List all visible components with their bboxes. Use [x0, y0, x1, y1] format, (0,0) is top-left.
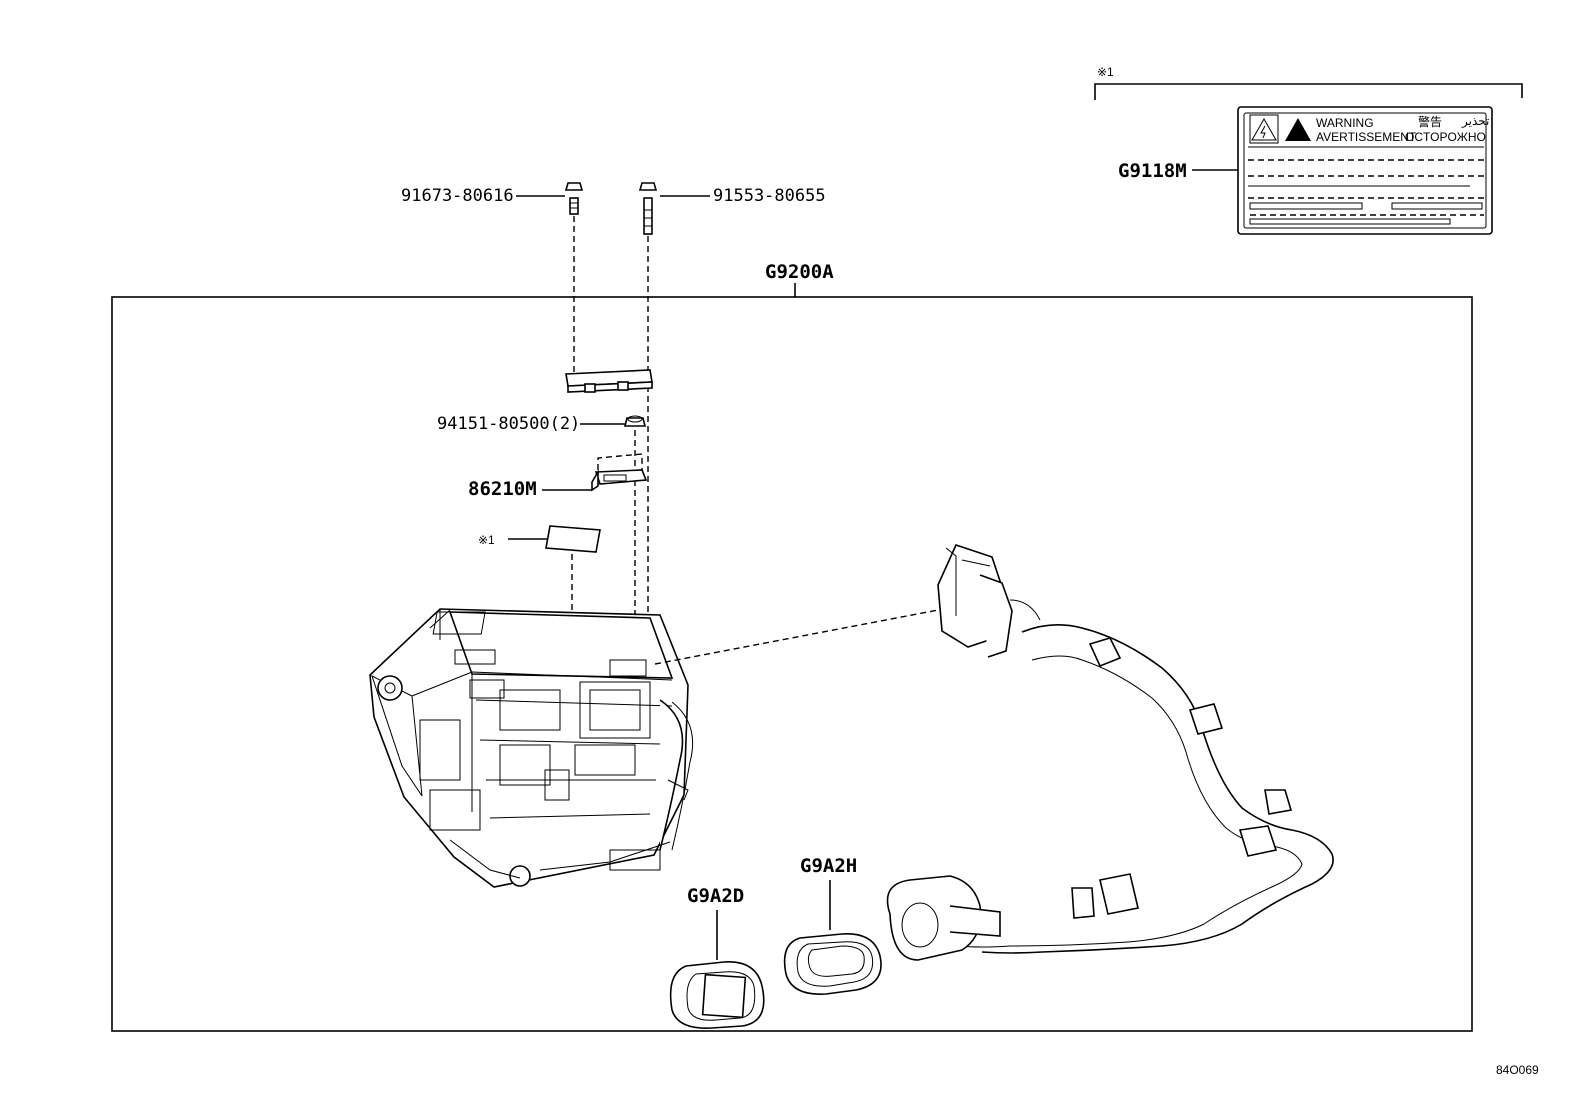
- electric-hazard-icon: [1249, 114, 1279, 144]
- note-ref-label: ※1: [478, 533, 495, 547]
- bolt-right-label: 91553-80655: [713, 186, 826, 206]
- warning-text-ru: OCTOPOЖHO: [1405, 130, 1486, 144]
- assembly-frame: [111, 296, 1473, 1032]
- diagram-code: 84O069: [1496, 1063, 1539, 1077]
- nut: [623, 415, 647, 427]
- note-top-label: ※1: [1097, 65, 1114, 79]
- grommet-h: [783, 933, 882, 995]
- nut-label: 94151-80500(2): [437, 414, 580, 434]
- bolt-right: [638, 182, 658, 235]
- label-part-number: G9118M: [1118, 160, 1187, 182]
- cover-plate: [565, 369, 653, 393]
- bracket: [591, 469, 648, 492]
- bolt-left: [564, 182, 584, 215]
- harness-link-line: [654, 609, 939, 665]
- grommet-d: [669, 961, 765, 1029]
- wire-harness: [886, 544, 1334, 961]
- inverter-assembly: [369, 608, 694, 888]
- warning-text-en: WARNING: [1316, 116, 1374, 130]
- warning-label-sticker: WARNING AVERTISSEMENT 警告 تحذير OCTOPOЖHO: [1237, 106, 1493, 235]
- warning-text-ar: تحذير: [1461, 114, 1489, 128]
- note-bracket: [1094, 83, 1523, 100]
- warning-text-cn: 警告: [1418, 114, 1442, 129]
- warning-triangle-icon: [1285, 118, 1311, 141]
- grommet-h-label: G9A2H: [800, 855, 857, 877]
- note-label-sticker: [545, 525, 601, 553]
- assembly-label: G9200A: [765, 261, 834, 283]
- warning-text-fr: AVERTISSEMENT: [1316, 130, 1417, 144]
- grommet-d-label: G9A2D: [687, 885, 744, 907]
- bracket-label: 86210M: [468, 478, 537, 500]
- bolt-left-label: 91673-80616: [401, 186, 514, 206]
